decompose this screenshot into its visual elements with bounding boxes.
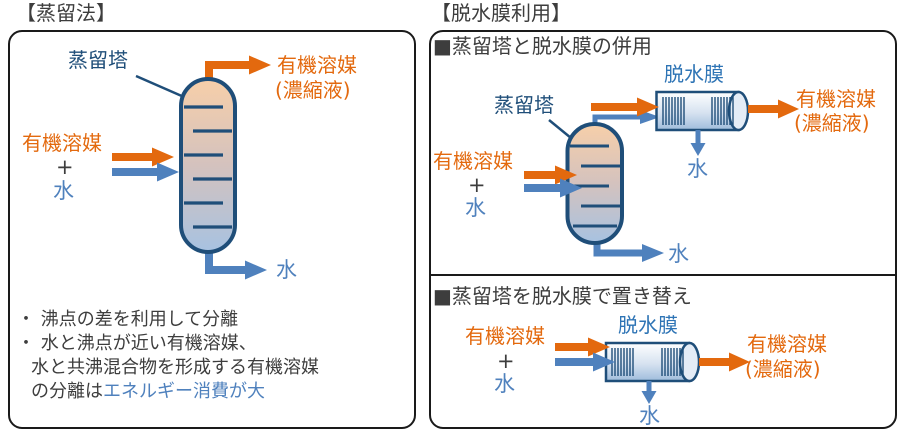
lp-feed-plus: + bbox=[56, 155, 74, 179]
rp-membrane-label-top: 脱水膜 bbox=[664, 62, 724, 86]
rp-bottom-feed-water-label: 水 bbox=[494, 372, 515, 396]
lp-note-3: 水と共沸混合物を形成する有機溶媒 bbox=[31, 357, 319, 378]
rp-membrane-label-bottom: 脱水膜 bbox=[618, 313, 678, 337]
lp-notes: ・ 沸点の差を利用して分離 ・ 水と沸点が近い有機溶媒、 水と共沸混合物を形成す… bbox=[17, 308, 319, 404]
lp-bottom-water-label: 水 bbox=[276, 258, 297, 282]
rp-top-feed-solvent-label: 有機溶媒 bbox=[433, 149, 513, 173]
rp-top-feed-plus: + bbox=[468, 173, 486, 197]
lp-feed-water-label: 水 bbox=[53, 179, 74, 203]
rp-top-feed-water-label: 水 bbox=[465, 196, 486, 220]
lp-note-4: の分離はエネルギー消費が大 bbox=[31, 380, 319, 404]
rp-bottom-feed-solvent-label: 有機溶媒 bbox=[465, 324, 545, 348]
rp-membrane-water-label-top: 水 bbox=[687, 157, 708, 181]
right-panel-title: 【脱水膜利用】 bbox=[431, 1, 571, 25]
lp-column-label: 蒸留塔 bbox=[68, 48, 128, 72]
rp-top-output-solvent-label: 有機溶媒 bbox=[796, 87, 876, 111]
left-panel-title: 【蒸留法】 bbox=[16, 1, 116, 25]
lp-note-2: ・ 水と沸点が近い有機溶媒、 bbox=[17, 333, 257, 354]
rp-bottom-feed-plus: + bbox=[497, 349, 515, 373]
distillation-method-panel bbox=[8, 30, 416, 429]
rp-bottom-output-solvent-label: 有機溶媒 bbox=[747, 332, 827, 356]
rp-replace-heading: ■蒸留塔を脱水膜で置き替え bbox=[433, 284, 692, 308]
section-divider bbox=[431, 274, 895, 276]
rp-bottom-output-concentrate-label: (濃縮液) bbox=[745, 357, 821, 381]
lp-output-concentrate-label: (濃縮液) bbox=[275, 78, 351, 102]
rp-membrane-water-label-bottom: 水 bbox=[639, 404, 660, 428]
lp-feed-solvent-label: 有機溶媒 bbox=[22, 131, 102, 155]
rp-combined-heading: ■蒸留塔と脱水膜の併用 bbox=[433, 34, 652, 58]
dehydration-membrane-panel bbox=[429, 30, 897, 429]
lp-note-4-prefix: の分離は bbox=[31, 381, 103, 402]
rp-top-output-concentrate-label: (濃縮液) bbox=[794, 111, 870, 135]
lp-note-4-highlight: エネルギー消費が大 bbox=[103, 381, 265, 402]
rp-column-label: 蒸留塔 bbox=[494, 93, 554, 117]
lp-output-solvent-label: 有機溶媒 bbox=[277, 53, 357, 77]
lp-note-1: ・ 沸点の差を利用して分離 bbox=[17, 309, 239, 330]
rp-column-water-label: 水 bbox=[668, 242, 689, 266]
